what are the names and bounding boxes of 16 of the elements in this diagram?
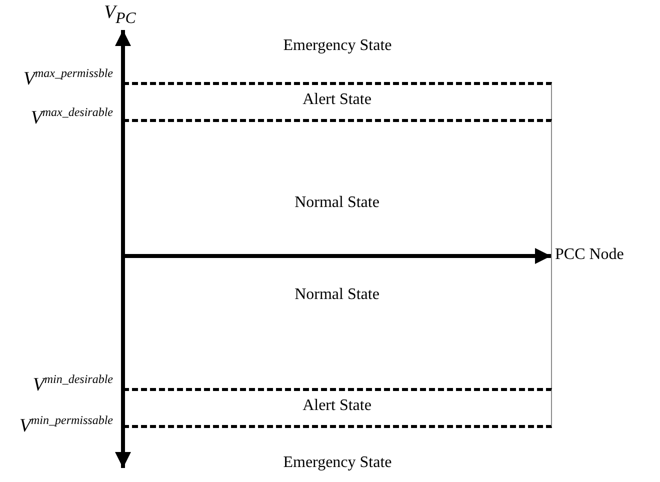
node-label: PCC Node	[555, 246, 624, 264]
state-label: Normal State	[294, 286, 380, 304]
state-band	[123, 388, 552, 428]
state-label: Alert State	[302, 91, 372, 109]
arrow	[125, 248, 551, 264]
threshold-label: V$^{min_permissable}$	[19, 413, 113, 438]
threshold-label: V$^{min_desirable}$	[32, 372, 113, 396]
state-label: Alert State	[302, 397, 372, 415]
threshold-label: V$^{max_permissble}$	[23, 66, 113, 90]
state-band	[123, 119, 552, 389]
state-band	[123, 82, 552, 120]
state-label: Emergency State	[283, 37, 392, 55]
state-label: Emergency State	[283, 454, 392, 472]
state-label: Normal State	[294, 194, 380, 212]
threshold-label: V$^{max_desirable}$	[30, 105, 113, 130]
axis-label: V$_{PC}$	[104, 2, 136, 28]
